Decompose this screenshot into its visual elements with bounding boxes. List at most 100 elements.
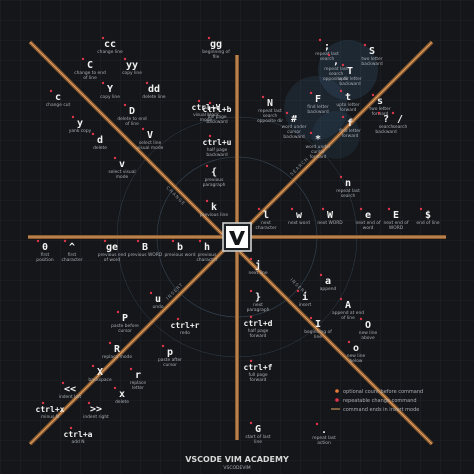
command-description: letter [132,385,144,391]
command-key: W [327,210,334,221]
command-description: file [213,54,220,60]
command-description: indent right [83,414,109,420]
count-dot-icon [208,101,212,105]
command-description: backspace [88,377,112,383]
command-description: of line [125,121,139,127]
command-description: backward [361,61,382,67]
command-description: cursor [287,129,301,135]
count-dot-icon [197,99,201,103]
command-key: ctrl+r [171,321,200,330]
command-description: start of last [245,434,270,440]
command-description: opposite dir [323,76,349,82]
command-description: insert [299,302,312,308]
command-description: change cut [46,102,71,108]
count-dot-icon [319,273,323,277]
command-description: yank copy [69,128,92,134]
command-key: E [393,210,399,221]
count-dot-icon [113,386,117,390]
command-key: ctrl+d [244,319,273,328]
command-description: replace [130,380,147,386]
command-key: $ [425,210,431,221]
count-dot-icon [363,43,367,47]
count-dot-icon [161,344,165,348]
count-dot-icon [359,207,363,211]
legend-label-repeatable: repeatable change command [343,398,417,404]
command-key: 0 [42,242,48,253]
command-description: next [253,302,263,308]
count-dot-icon [315,422,319,426]
command-description: forward [372,111,389,117]
command-description: beginning of [304,329,332,335]
command-description: next end of [383,220,408,226]
command-description: full page [207,114,226,120]
count-dot-icon [387,207,391,211]
command-description: forward [342,133,359,139]
count-dot-icon [296,289,300,293]
command-description: action [317,440,331,446]
command-description: new line [347,353,366,359]
command-description: copy line [122,70,142,76]
command-description: backward [206,119,227,125]
command-key: X [97,367,103,378]
command-description: upto letter [336,102,359,108]
count-dot-icon [290,207,294,211]
orange-dot-icon [335,389,339,393]
command-key: ctrl+u [203,138,232,147]
command-key: i [302,291,308,303]
command-description: paste before [111,323,139,329]
count-dot-icon [136,239,140,243]
footer-title: VSCODE VIM ACADEMY [185,455,289,464]
command-description: repeat last [312,435,336,441]
count-dot-icon [249,289,253,293]
count-dot-icon [205,199,209,203]
count-dot-icon [123,57,127,61]
command-description: delete line [142,94,165,100]
command-key: << [64,384,76,395]
command-key: D [129,106,135,117]
command-key: n [345,178,351,189]
command-description: of line [341,315,355,321]
command-description: paragraph [203,182,226,188]
command-key: ctrl+f [244,363,273,372]
count-dot-icon [41,401,45,405]
command-description: first [41,252,50,258]
count-dot-icon [339,297,343,301]
command-key: V [147,130,153,141]
command-key: A [345,300,351,311]
command-key: N [267,98,273,109]
command-description: previous word [165,252,196,258]
command-key: { [211,167,217,178]
command-key: C [87,60,93,71]
command-description: of line [83,75,97,81]
command-key: >> [90,404,102,415]
command-description: copy line [100,94,120,100]
command-key: , [333,56,339,67]
command-description: first [68,252,77,258]
command-description: backward [307,109,328,115]
command-key: S [369,46,375,57]
command-description: append at end [332,310,364,316]
command-description: cursor [163,362,177,368]
count-dot-icon [249,315,253,319]
count-dot-icon [103,239,107,243]
command-description: upto letter [338,76,361,82]
command-description: indent left [59,394,82,400]
command-key: * [315,134,321,145]
command-description: mode [200,117,213,123]
